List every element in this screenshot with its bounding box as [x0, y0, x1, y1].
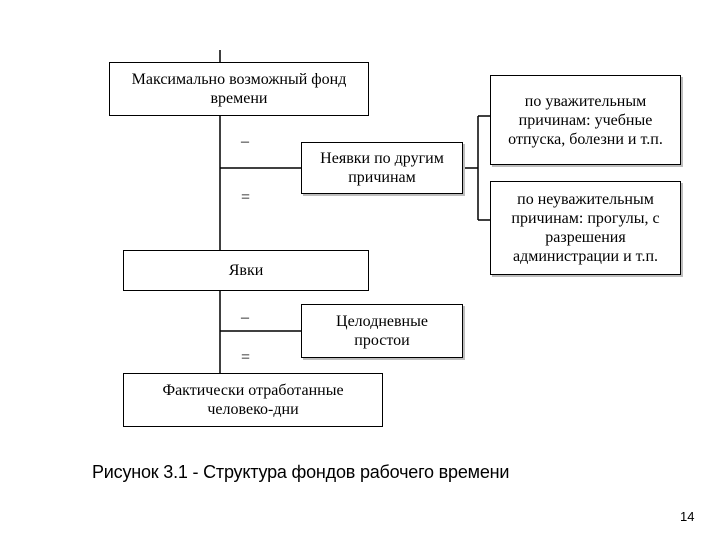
full-day-idle-box: Целодневные простои — [301, 304, 463, 358]
figure-caption: Рисунок 3.1 - Структура фондов рабочего … — [92, 462, 510, 482]
minus-operator-2: – — [241, 309, 249, 326]
invalid-reasons-box: по неуважительным причинам: прогулы, с р… — [490, 181, 681, 275]
actual-worked-box: Фактически отработанные человеко-дни — [123, 373, 383, 427]
max-fund-box: Максимально возможный фонд времени — [109, 62, 369, 116]
equals-operator-2: = — [241, 349, 251, 366]
valid-reasons-box: по уважительным причинам: учебные отпуск… — [490, 75, 681, 165]
absences-other-box: Неявки по другим причинам — [301, 142, 463, 194]
attendance-box: Явки — [123, 250, 369, 291]
minus-operator-1: – — [241, 133, 249, 150]
page-number: 14 — [680, 509, 695, 524]
equals-operator-1: = — [241, 189, 251, 206]
